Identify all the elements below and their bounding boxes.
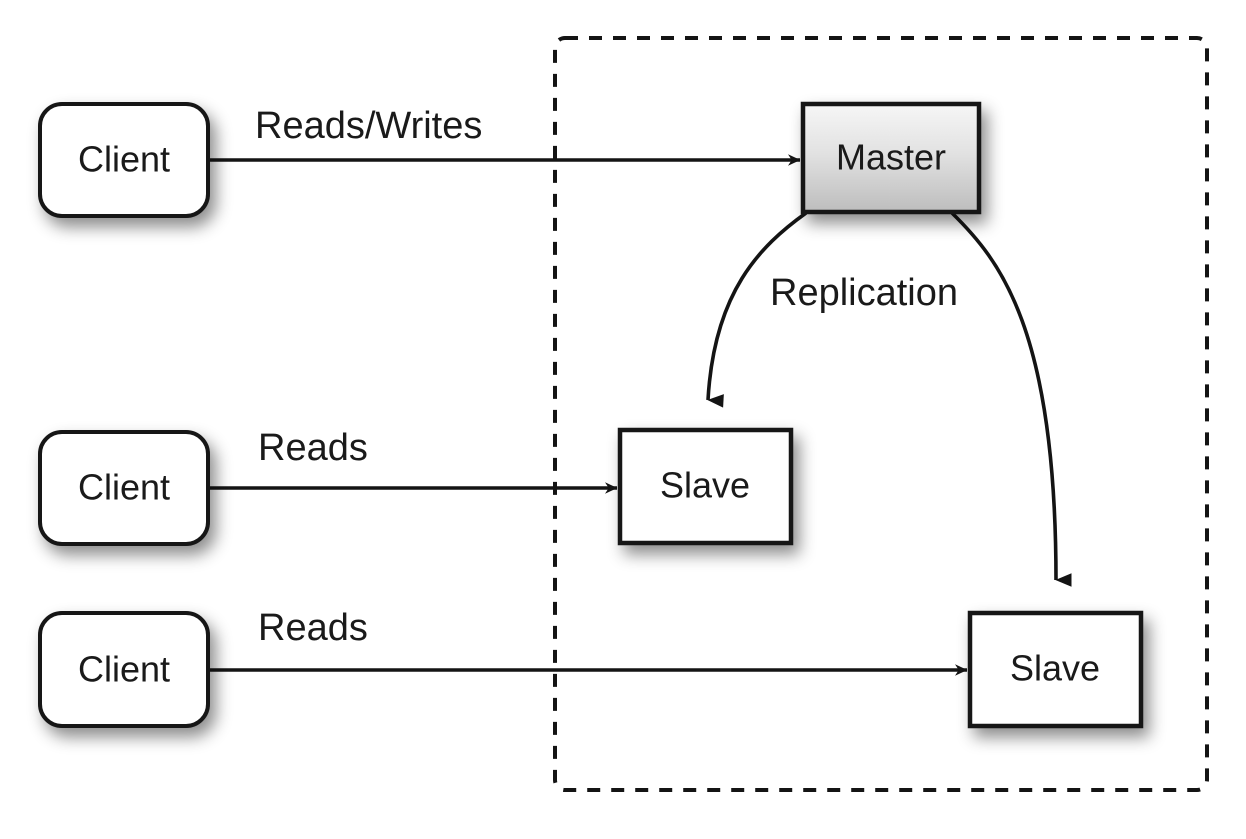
edge-label-reads-2: Reads: [258, 607, 368, 649]
edge-master-slave1: [706, 211, 808, 408]
client-1-box[interactable]: [38, 102, 210, 218]
client-2-box[interactable]: [38, 430, 210, 546]
node-client-1[interactable]: Client: [38, 102, 210, 218]
client-3-label: Client: [78, 649, 170, 690]
database-cluster-boundary: [553, 36, 1209, 792]
master-label: Master: [836, 137, 946, 178]
slave-2-box[interactable]: [967, 610, 1144, 729]
edge-label-reads-1: Reads: [258, 427, 368, 469]
client-1-label: Client: [78, 139, 170, 180]
edge-label-reads-writes: Reads/Writes: [255, 105, 482, 147]
slave-2-label: Slave: [1010, 648, 1100, 689]
node-slave-2[interactable]: Slave: [967, 610, 1144, 729]
slave-1-box[interactable]: [617, 427, 794, 546]
edge-master-slave2: [950, 211, 1072, 587]
master-box[interactable]: [800, 101, 982, 215]
node-master[interactable]: Master: [800, 101, 982, 215]
node-client-3[interactable]: Client: [38, 611, 210, 728]
edge-label-replication: Replication: [770, 272, 958, 314]
node-client-2[interactable]: Client: [38, 430, 210, 546]
client-3-box[interactable]: [38, 611, 210, 728]
slave-1-label: Slave: [660, 465, 750, 506]
client-2-label: Client: [78, 467, 170, 508]
node-slave-1[interactable]: Slave: [617, 427, 794, 546]
